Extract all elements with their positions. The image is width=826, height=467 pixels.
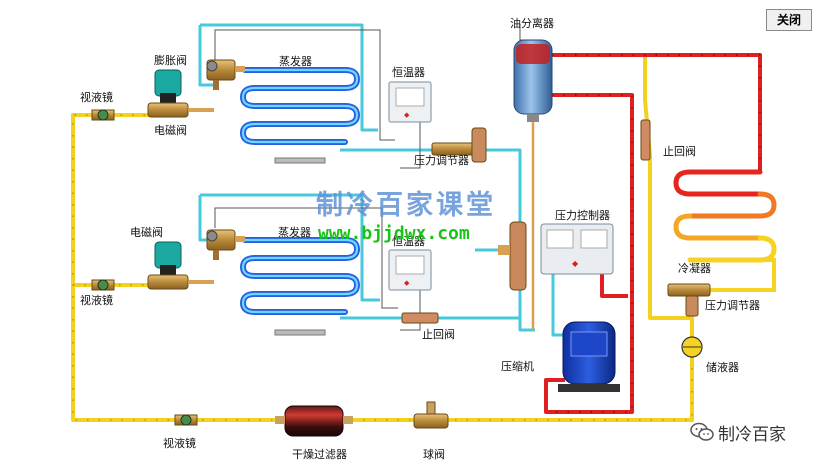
brand-name: 制冷百家 xyxy=(718,424,786,445)
ball-valve xyxy=(413,401,449,429)
sight-glass-1 xyxy=(91,109,115,121)
filter-drier xyxy=(275,405,353,437)
label-filter-drier: 干燥过滤器 xyxy=(292,448,347,461)
pressure-regulator-2 xyxy=(667,283,711,317)
label-compressor: 压缩机 xyxy=(501,360,534,373)
label-evaporator-2: 蒸发器 xyxy=(278,226,311,239)
label-sight-glass-3: 视液镜 xyxy=(163,437,196,450)
label-evaporator-1: 蒸发器 xyxy=(279,55,312,68)
label-solenoid-1: 电磁阀 xyxy=(154,124,187,137)
evaporator-2 xyxy=(239,237,361,336)
label-pressure-regulator-2: 压力调节器 xyxy=(705,299,760,312)
label-check-valve-2: 止回阀 xyxy=(422,328,455,341)
thermostat-1: ◆ xyxy=(388,81,432,123)
sight-glass-2 xyxy=(91,279,115,291)
drain-pan-1 xyxy=(274,157,326,164)
label-thermostat-1: 恒温器 xyxy=(392,66,425,79)
watermark-url: www.bjjdwx.com xyxy=(318,223,470,244)
label-condenser: 冷凝器 xyxy=(678,262,711,275)
pressure-controller: ◆ xyxy=(540,223,614,275)
thermostat-2: ◆ xyxy=(388,249,432,291)
label-check-valve-1: 止回阀 xyxy=(663,145,696,158)
svg-text:◆: ◆ xyxy=(572,259,579,268)
brand: 制冷百家 xyxy=(690,421,786,445)
check-valve-2 xyxy=(640,119,651,161)
expansion-valve-2 xyxy=(206,229,245,260)
solenoid-valve-2 xyxy=(147,241,214,290)
compressor xyxy=(558,321,620,392)
solenoid-valve-1 xyxy=(147,69,214,118)
label-sight-glass-1: 视液镜 xyxy=(80,91,113,104)
label-pressure-controller: 压力控制器 xyxy=(555,209,610,222)
label-pressure-regulator-1: 压力调节器 xyxy=(414,154,469,167)
label-receiver: 储液器 xyxy=(706,361,739,374)
svg-text:◆: ◆ xyxy=(404,279,410,287)
hot-gas-line-dots xyxy=(546,54,761,413)
receiver xyxy=(681,336,703,358)
label-solenoid-2: 电磁阀 xyxy=(130,226,163,239)
evaporator-1 xyxy=(239,67,361,164)
svg-text:◆: ◆ xyxy=(404,111,410,119)
drain-pan-2 xyxy=(274,329,326,336)
label-thermostat-2: 恒温器 xyxy=(392,235,425,248)
pressure-regulator-center xyxy=(498,221,527,291)
watermark-title: 制冷百家课堂 xyxy=(316,190,496,221)
sight-glass-3 xyxy=(174,414,198,426)
wechat-icon xyxy=(690,422,714,441)
label-expansion-valve: 膨胀阀 xyxy=(154,54,187,67)
close-button[interactable]: 关闭 xyxy=(766,9,812,31)
pressure-regulator-1 xyxy=(431,127,487,163)
condenser-coil xyxy=(673,169,777,292)
oil-separator xyxy=(513,39,553,330)
expansion-valve-1 xyxy=(206,59,245,90)
capillary-tubes xyxy=(214,24,540,331)
label-oil-separator: 油分离器 xyxy=(510,17,554,30)
label-ball-valve: 球阀 xyxy=(423,448,445,461)
check-valve-1 xyxy=(401,312,439,324)
label-sight-glass-2: 视液镜 xyxy=(80,294,113,307)
